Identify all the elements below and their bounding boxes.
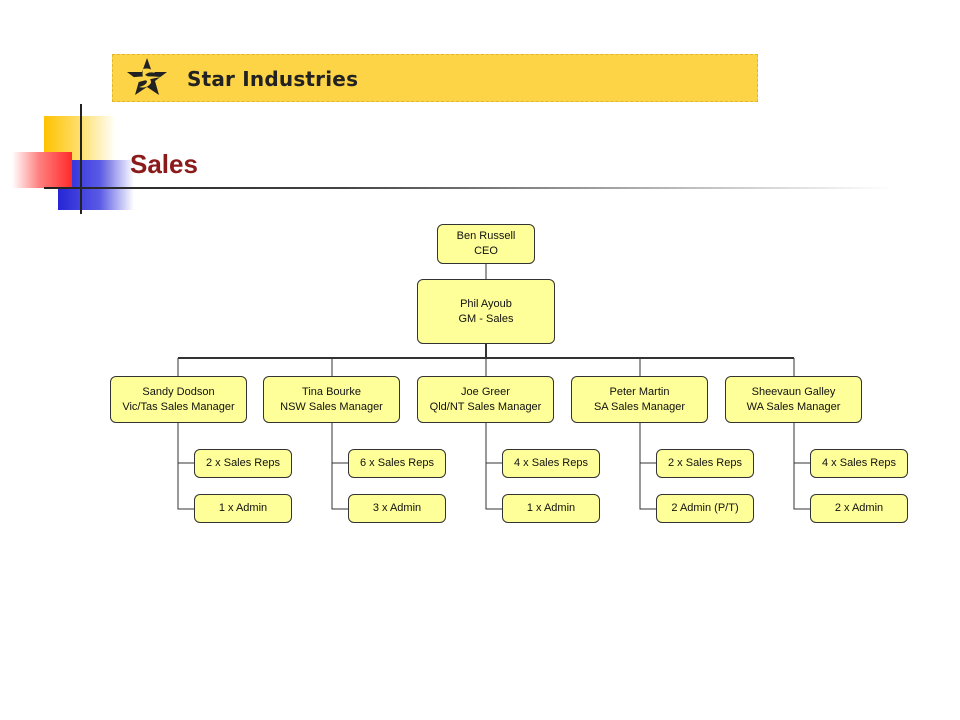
node-role: NSW Sales Manager bbox=[280, 400, 383, 413]
node-name: Joe Greer bbox=[461, 385, 510, 398]
org-node-staff: 6 x Sales Reps bbox=[348, 449, 446, 478]
node-label: 4 x Sales Reps bbox=[822, 457, 896, 470]
org-node-staff: 1 x Admin bbox=[194, 494, 292, 523]
org-node-manager: Peter Martin SA Sales Manager bbox=[571, 376, 708, 423]
node-label: 6 x Sales Reps bbox=[360, 457, 434, 470]
org-node-staff: 2 x Admin bbox=[810, 494, 908, 523]
org-node-staff: 1 x Admin bbox=[502, 494, 600, 523]
decor-vertical-rule bbox=[80, 104, 82, 214]
org-node-manager: Joe Greer Qld/NT Sales Manager bbox=[417, 376, 554, 423]
org-node-staff: 2 Admin (P/T) bbox=[656, 494, 754, 523]
decor-red-square bbox=[12, 152, 72, 188]
org-node-manager: Sheevaun Galley WA Sales Manager bbox=[725, 376, 862, 423]
org-node-ceo: Ben Russell CEO bbox=[437, 224, 535, 264]
brand-name: Star Industries bbox=[187, 67, 359, 91]
node-role: GM - Sales bbox=[458, 312, 514, 325]
node-name: Sheevaun Galley bbox=[751, 385, 836, 398]
org-node-staff: 4 x Sales Reps bbox=[810, 449, 908, 478]
org-node-manager: Sandy Dodson Vic/Tas Sales Manager bbox=[110, 376, 247, 423]
node-label: 4 x Sales Reps bbox=[514, 457, 588, 470]
page-title: Sales bbox=[130, 149, 198, 179]
node-name: Peter Martin bbox=[609, 385, 670, 398]
node-role: WA Sales Manager bbox=[746, 400, 841, 413]
title-underline bbox=[44, 187, 894, 189]
node-name: Phil Ayoub bbox=[460, 297, 512, 310]
node-label: 2 x Sales Reps bbox=[206, 457, 280, 470]
org-node-staff: 4 x Sales Reps bbox=[502, 449, 600, 478]
node-name: Sandy Dodson bbox=[142, 385, 215, 398]
org-node-staff: 3 x Admin bbox=[348, 494, 446, 523]
org-node-gm-sales: Phil Ayoub GM - Sales bbox=[417, 279, 555, 344]
node-label: 2 x Admin bbox=[834, 502, 884, 515]
node-label: 1 x Admin bbox=[218, 502, 268, 515]
star-logo-icon bbox=[123, 58, 167, 95]
brand-banner: Star Industries bbox=[112, 54, 758, 102]
node-name: Tina Bourke bbox=[302, 385, 361, 398]
org-node-staff: 2 x Sales Reps bbox=[656, 449, 754, 478]
node-label: 1 x Admin bbox=[526, 502, 576, 515]
node-role: SA Sales Manager bbox=[593, 400, 686, 413]
org-node-manager: Tina Bourke NSW Sales Manager bbox=[263, 376, 400, 423]
node-role: Qld/NT Sales Manager bbox=[429, 400, 542, 413]
node-label: 2 Admin (P/T) bbox=[671, 502, 739, 515]
node-role: CEO bbox=[474, 245, 498, 257]
node-role: Vic/Tas Sales Manager bbox=[122, 400, 235, 413]
node-label: 2 x Sales Reps bbox=[668, 457, 742, 470]
node-label: 3 x Admin bbox=[372, 502, 422, 515]
org-node-staff: 2 x Sales Reps bbox=[194, 449, 292, 478]
node-name: Ben Russell bbox=[456, 230, 516, 243]
